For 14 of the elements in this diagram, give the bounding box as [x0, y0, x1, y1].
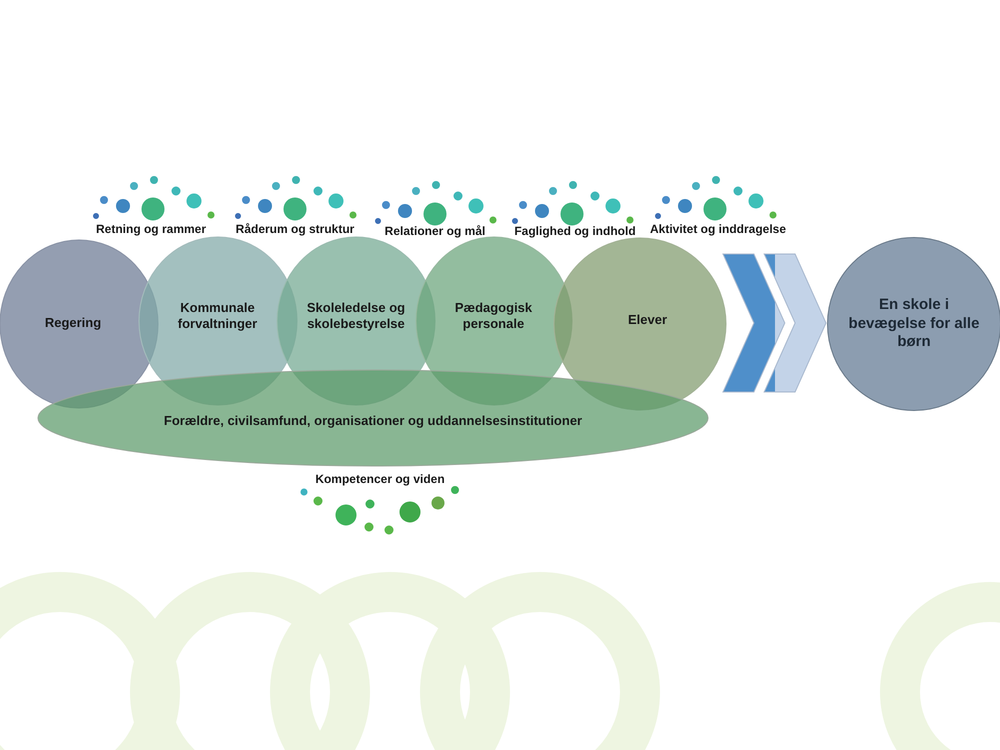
chevron-arrow [722, 254, 827, 392]
stage-label: Relationer og mål [384, 223, 486, 240]
stage-label: Kompetencer og viden [314, 471, 446, 488]
node-text: Regering [44, 314, 102, 332]
stage-label: Aktivitet og inddragelse [648, 221, 788, 238]
node-text: Pædagogisk personale [454, 300, 534, 332]
node-text: En skole i bevægelse for alle børn [848, 296, 980, 352]
stage-label: Råderum og struktur [234, 221, 356, 238]
stage-label: Retning og rammer [94, 221, 207, 238]
stage-label: Faglighed og indhold [513, 223, 637, 240]
node-text: Kommunale forvaltninger [176, 300, 258, 332]
node-text: Skoleledelse og skolebestyrelse [306, 300, 406, 332]
node-text: Elever [628, 312, 668, 328]
node-text: Forældre, civilsamfund, organisationer og uddannelsesinstitutioner [164, 412, 582, 430]
